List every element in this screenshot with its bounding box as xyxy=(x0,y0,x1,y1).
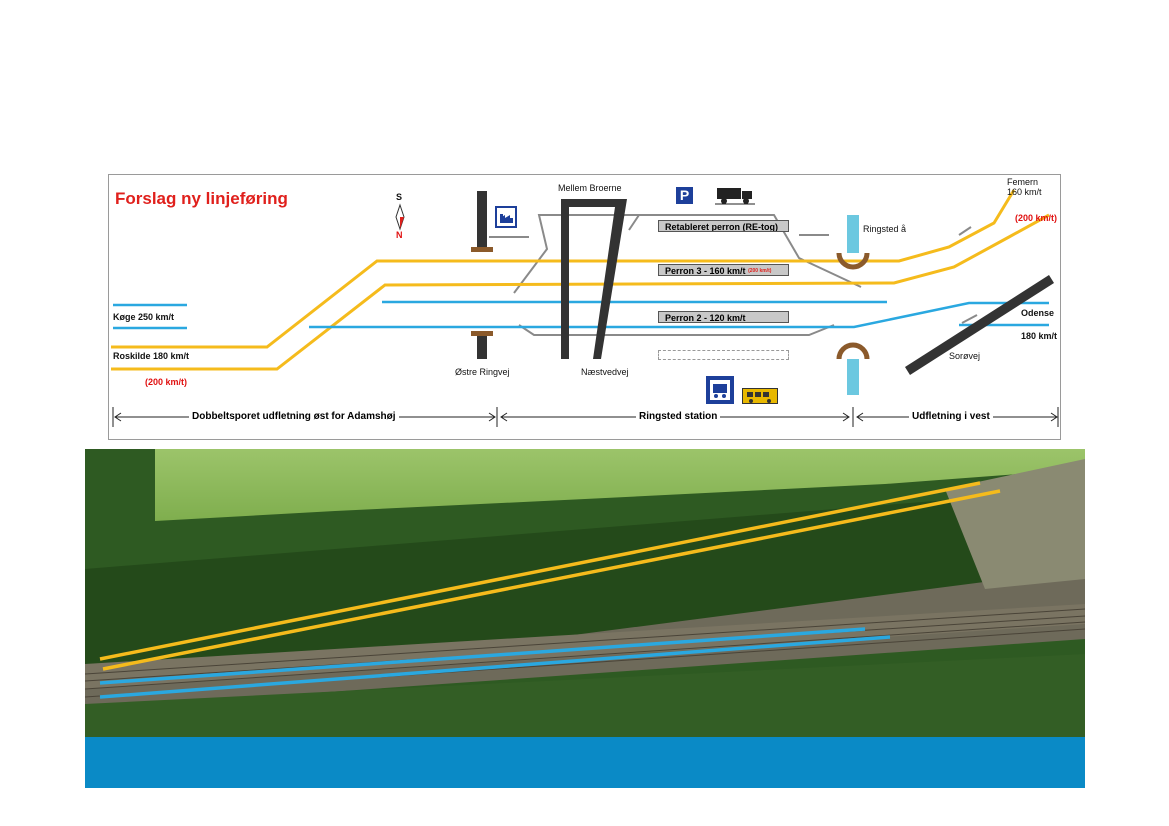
label-naestvedvej: Næstvedvej xyxy=(581,367,629,378)
compass-s-label: S xyxy=(396,192,402,203)
diagram-title: Forslag ny linjeføring xyxy=(115,189,288,209)
platform-perron-3-label: Perron 3 - 160 km/t xyxy=(665,266,746,276)
yellow-tracks xyxy=(111,190,1049,369)
aerial-photo xyxy=(85,449,1085,737)
platform-retableret: Retableret perron (RE-tog) xyxy=(658,220,789,232)
aerial-photo-image xyxy=(85,449,1085,737)
footer-bar xyxy=(85,737,1085,788)
section-station: Ringsted station xyxy=(636,411,720,422)
diagram-lines xyxy=(109,175,1061,440)
section-east: Dobbeltsporet udfletning øst for Adamshø… xyxy=(189,411,399,422)
platform-perron-3: Perron 3 - 160 km/t (200 km/t) xyxy=(658,264,789,276)
label-odense: Odense xyxy=(1021,308,1054,319)
label-femern-speed-alt: (200 km/t) xyxy=(1015,213,1057,224)
compass-n-label: N xyxy=(396,230,403,241)
platform-perron-3-alt-label: (200 km/t) xyxy=(748,268,771,274)
platform-planned xyxy=(658,350,789,360)
label-ostre-ringvej: Østre Ringvej xyxy=(455,367,510,378)
label-ringsted-a: Ringsted å xyxy=(863,224,906,235)
bus-icon xyxy=(742,388,778,404)
platform-perron-2-label: Perron 2 - 120 km/t xyxy=(665,313,746,323)
platform-perron-2: Perron 2 - 120 km/t xyxy=(658,311,789,323)
blue-tracks xyxy=(113,302,1049,328)
label-roskilde: Roskilde 180 km/t xyxy=(113,351,189,362)
compass-icon xyxy=(396,205,404,229)
section-west: Udfletning i vest xyxy=(909,411,993,422)
truck-icon xyxy=(715,185,755,205)
label-sorovej: Sorøvej xyxy=(949,351,980,362)
label-koge: Køge 250 km/t xyxy=(113,312,174,323)
road-ostre-ringvej-south xyxy=(477,335,487,359)
label-odense-speed: 180 km/t xyxy=(1021,331,1057,342)
label-femern-speed: 160 km/t xyxy=(1007,187,1042,198)
river-ringsted-a xyxy=(839,215,867,395)
road-ostre-ringvej-north xyxy=(477,191,487,247)
track-diagram: Forslag ny linjeføring S N Mellem Broern… xyxy=(108,174,1061,440)
train-station-icon xyxy=(706,376,734,404)
factory-icon xyxy=(495,206,517,228)
parking-icon: P xyxy=(676,187,693,204)
label-roskilde-speed-alt: (200 km/t) xyxy=(145,377,187,388)
label-mellem-broerne: Mellem Broerne xyxy=(558,183,622,194)
platform-retableret-label: Retableret perron (RE-tog) xyxy=(665,222,778,232)
